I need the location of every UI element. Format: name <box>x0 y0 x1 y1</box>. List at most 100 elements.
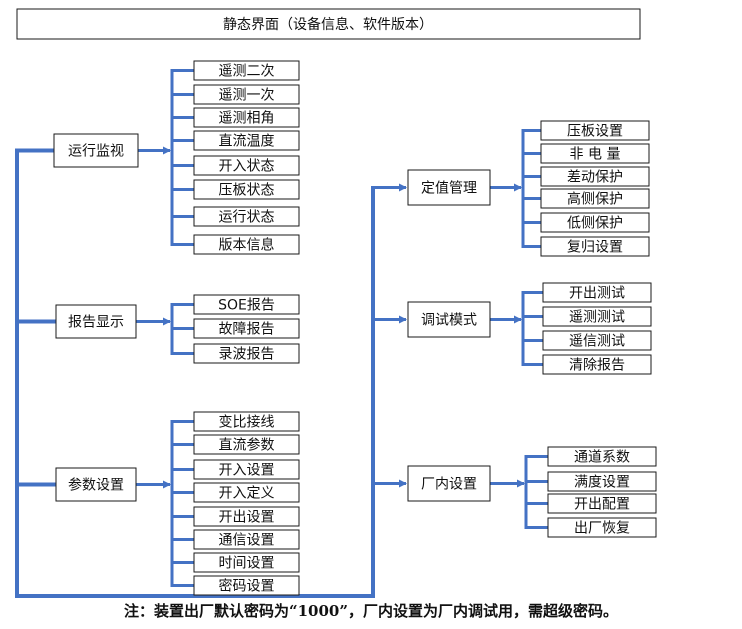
menu-item-0-0-frame <box>193 60 300 81</box>
menu-item-1-0-frame <box>193 294 300 315</box>
menu-item-0-0[interactable]: 遥测二次 <box>193 60 300 81</box>
menu-item-0-1-frame <box>193 84 300 105</box>
menu-item-5-3[interactable]: 出厂恢复 <box>547 517 657 538</box>
menu-item-0-6-frame <box>193 206 300 227</box>
menu-item-2-3-label: 开入定义 <box>219 486 275 502</box>
menu-item-3-3[interactable]: 高侧保护 <box>540 188 650 209</box>
menu-item-2-5[interactable]: 通信设置 <box>193 529 300 550</box>
menu-item-4-0[interactable]: 开出测试 <box>542 282 652 303</box>
menu-item-2-6[interactable]: 时间设置 <box>193 552 300 573</box>
menu-item-4-0-frame <box>542 282 652 303</box>
menu-item-5-0-frame <box>547 446 657 467</box>
group-box-4[interactable]: 调试模式 <box>407 301 491 338</box>
menu-item-3-4[interactable]: 低侧保护 <box>540 212 650 233</box>
menu-item-4-3-label: 清除报告 <box>569 358 625 374</box>
group-box-3-label: 定值管理 <box>421 181 477 197</box>
menu-item-2-5-frame <box>193 529 300 550</box>
menu-item-1-2-label: 录波报告 <box>219 347 275 363</box>
menu-item-3-1-frame <box>540 143 650 164</box>
menu-item-3-0-frame <box>540 120 650 141</box>
menu-item-1-1[interactable]: 故障报告 <box>193 318 300 339</box>
menu-item-0-7-label: 版本信息 <box>219 237 275 254</box>
menu-item-0-6[interactable]: 运行状态 <box>193 206 300 227</box>
menu-item-2-3[interactable]: 开入定义 <box>193 482 300 503</box>
menu-item-4-1-label: 遥测测试 <box>569 310 625 326</box>
menu-item-2-2[interactable]: 开入设置 <box>193 459 300 480</box>
menu-item-5-3-label: 出厂恢复 <box>574 520 630 537</box>
menu-item-0-3-label: 直流温度 <box>219 133 275 150</box>
menu-item-4-1[interactable]: 遥测测试 <box>542 306 652 327</box>
menu-item-0-3[interactable]: 直流温度 <box>193 130 300 151</box>
menu-item-3-2-label: 差动保护 <box>567 170 623 186</box>
menu-item-5-3-frame <box>547 517 657 538</box>
menu-item-2-0[interactable]: 变比接线 <box>193 411 300 432</box>
group-box-3-frame <box>407 169 491 206</box>
menu-item-5-0[interactable]: 通道系数 <box>547 446 657 467</box>
menu-item-4-0-label: 开出测试 <box>569 286 625 302</box>
menu-item-2-4-label: 开出设置 <box>219 510 275 526</box>
menu-item-2-6-frame <box>193 552 300 573</box>
menu-item-5-1-frame <box>547 471 657 492</box>
menu-item-1-0-label: SOE报告 <box>218 298 275 314</box>
menu-item-3-3-frame <box>540 188 650 209</box>
menu-item-2-5-label: 通信设置 <box>219 533 275 549</box>
menu-item-2-7-label: 密码设置 <box>219 578 275 595</box>
group-box-4-label: 调试模式 <box>421 313 477 329</box>
menu-item-2-1-label: 直流参数 <box>219 437 275 454</box>
menu-item-0-5[interactable]: 压板状态 <box>193 179 300 200</box>
menu-item-3-4-label: 低侧保护 <box>567 216 623 232</box>
group-box-0-frame <box>53 133 139 168</box>
group-box-1-frame <box>55 304 137 339</box>
menu-item-1-1-label: 故障报告 <box>219 322 275 338</box>
menu-boxes: 运行监视 遥测二次遥测一次遥测相角直流温度开入状态压板状态运行状态版本信息报告显示… <box>53 60 657 596</box>
menu-item-5-2[interactable]: 开出配置 <box>547 493 657 514</box>
menu-item-0-2-frame <box>193 107 300 128</box>
menu-item-2-0-label: 变比接线 <box>219 414 275 431</box>
menu-item-3-2[interactable]: 差动保护 <box>540 166 650 187</box>
group-box-3[interactable]: 定值管理 <box>407 169 491 206</box>
menu-item-2-4[interactable]: 开出设置 <box>193 506 300 527</box>
menu-item-0-1-label: 遥测一次 <box>219 88 275 104</box>
menu-item-5-2-label: 开出配置 <box>574 497 630 513</box>
menu-item-0-4-frame <box>193 155 300 176</box>
menu-item-3-0-label: 压板设置 <box>567 124 623 140</box>
menu-item-2-7[interactable]: 密码设置 <box>193 575 300 596</box>
menu-item-1-2[interactable]: 录波报告 <box>193 343 300 364</box>
menu-item-4-1-frame <box>542 306 652 327</box>
menu-item-0-2[interactable]: 遥测相角 <box>193 107 300 128</box>
group-box-5[interactable]: 厂内设置 <box>407 465 491 502</box>
group-box-0[interactable]: 运行监视 <box>53 133 139 168</box>
menu-item-3-2-frame <box>540 166 650 187</box>
menu-item-2-4-frame <box>193 506 300 527</box>
menu-item-5-1[interactable]: 满度设置 <box>547 471 657 492</box>
menu-item-3-0[interactable]: 压板设置 <box>540 120 650 141</box>
menu-item-4-3[interactable]: 清除报告 <box>542 354 652 375</box>
menu-item-2-0-frame <box>193 411 300 432</box>
menu-item-3-3-label: 高侧保护 <box>567 191 623 208</box>
menu-item-0-1[interactable]: 遥测一次 <box>193 84 300 105</box>
menu-item-0-2-label: 遥测相角 <box>219 111 275 127</box>
menu-item-0-4[interactable]: 开入状态 <box>193 155 300 176</box>
menu-item-4-2[interactable]: 遥信测试 <box>542 330 652 351</box>
menu-item-2-3-frame <box>193 482 300 503</box>
group-box-4-frame <box>407 301 491 338</box>
menu-item-0-7[interactable]: 版本信息 <box>193 234 300 255</box>
menu-item-0-7-frame <box>193 234 300 255</box>
menu-item-2-7-frame <box>193 575 300 596</box>
menu-item-3-5[interactable]: 复归设置 <box>540 236 650 257</box>
menu-item-2-1-frame <box>193 434 300 455</box>
menu-item-4-2-frame <box>542 330 652 351</box>
menu-item-2-2-label: 开入设置 <box>219 463 275 479</box>
menu-item-4-2-label: 遥信测试 <box>569 334 625 350</box>
menu-item-1-0[interactable]: SOE报告 <box>193 294 300 315</box>
group-box-2[interactable]: 参数设置 <box>55 467 137 502</box>
menu-item-2-1[interactable]: 直流参数 <box>193 434 300 455</box>
group-box-5-label: 厂内设置 <box>421 477 477 493</box>
group-box-0-label: 运行监视 <box>68 144 124 160</box>
menu-item-3-1[interactable]: 非 电 量 <box>540 143 650 164</box>
group-box-1-label: 报告显示 <box>68 315 124 331</box>
menu-item-3-1-label: 非 电 量 <box>570 147 621 163</box>
menu-item-3-5-label: 复归设置 <box>567 239 623 256</box>
menu-item-0-0-label: 遥测二次 <box>219 64 275 80</box>
group-box-1[interactable]: 报告显示 <box>55 304 137 339</box>
